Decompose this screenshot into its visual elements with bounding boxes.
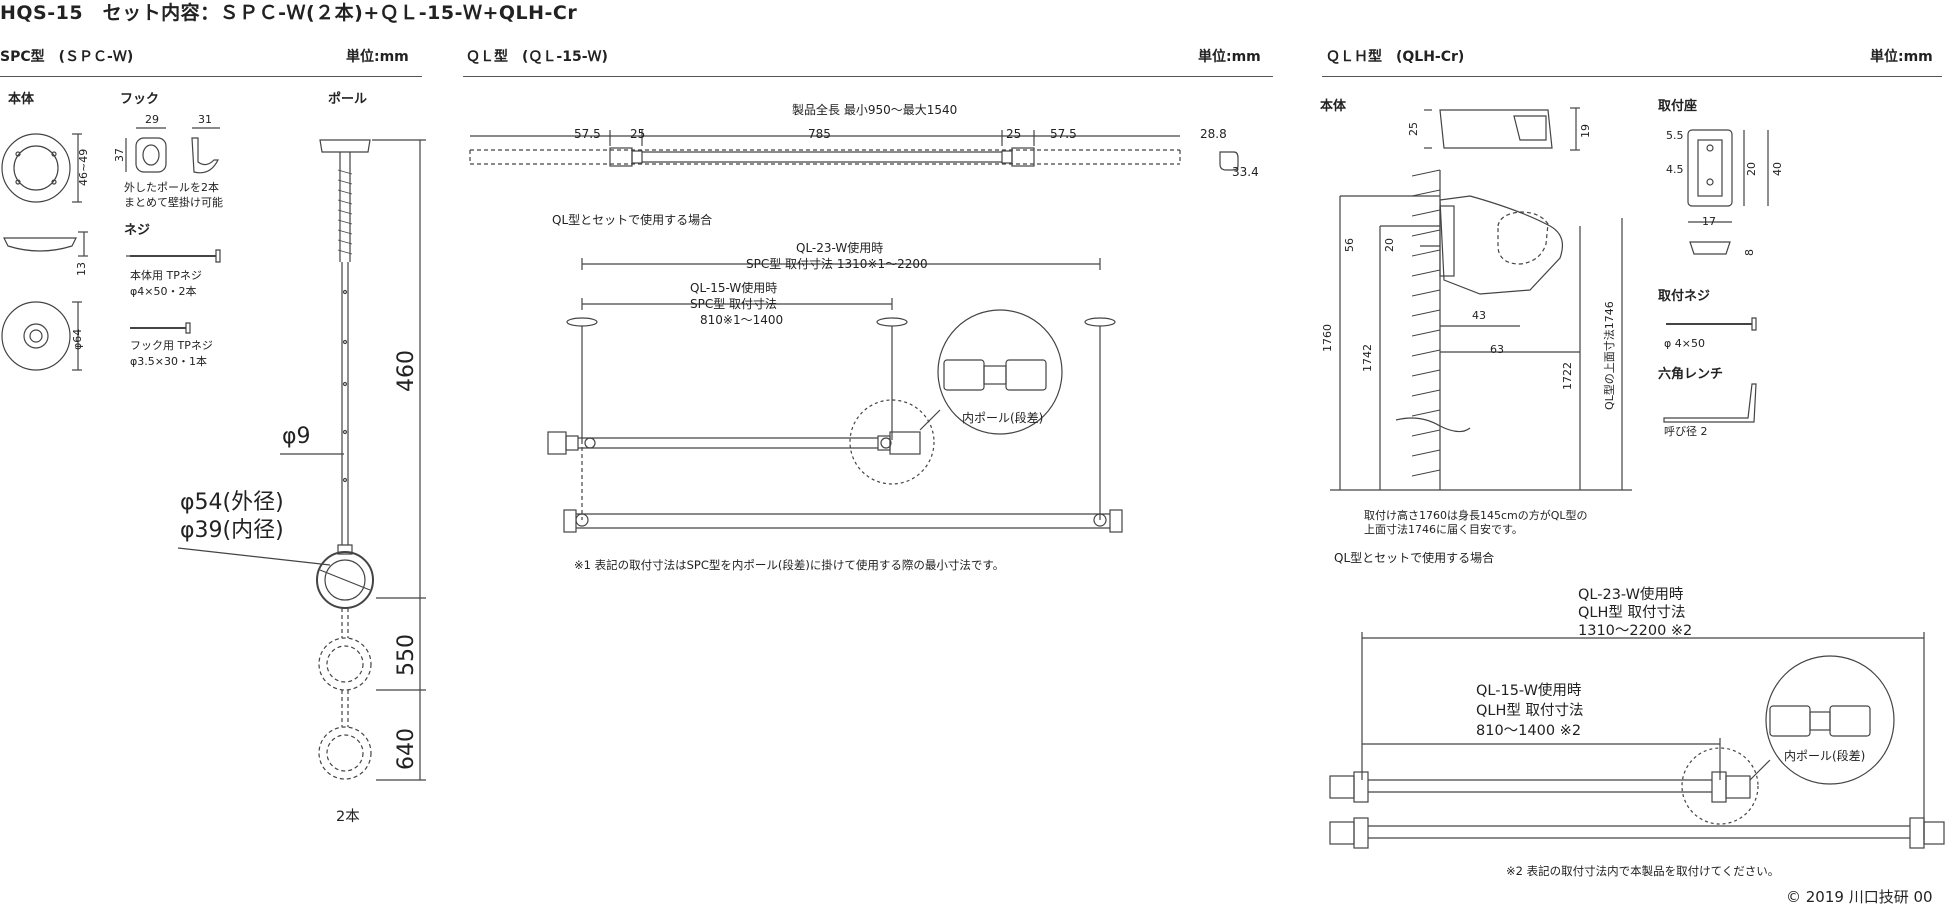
qlh-mount-label: 取付座 [1658, 99, 1698, 114]
spc-screw1-line2: φ4×50・2本 [130, 285, 197, 298]
spc-body-label: 本体 [8, 92, 35, 107]
ql-dim-575a: 57.5 [574, 127, 601, 141]
spc-hook-width1: 29 [145, 113, 159, 126]
spc-phi39: φ39(内径) [180, 518, 284, 543]
qlh-inner-line1: QL-15-W使用時 [1476, 683, 1582, 699]
qlh-dim-19: 19 [1579, 124, 1592, 138]
qlh-dim-1722: 1722 [1561, 362, 1574, 390]
qlh-set-drawing [1329, 632, 1945, 849]
spc-pole-drawing [177, 139, 426, 781]
qlh-inner-line3: 810～1400 ※2 [1476, 723, 1582, 739]
spc-hook-note1: 外したポールを2本 [124, 181, 219, 194]
qlh-note: ※2 表記の取付寸法内で本製品を取付けてください。 [1506, 864, 1780, 878]
qlh-dim-25: 25 [1407, 122, 1420, 136]
ql-inner-line3: 810※1～1400 [700, 313, 784, 327]
spc-body-top-view [1, 133, 82, 203]
ql-total-length: 製品全長 最小950～最大1540 [792, 103, 958, 117]
spc-dim-640: 640 [394, 728, 419, 770]
qlh-wrench-label: 六角レンチ [1658, 367, 1724, 382]
qlh-dim-1742: 1742 [1361, 344, 1374, 372]
spc-screw-label: ネジ [124, 223, 151, 238]
ql-dim-25a: 25 [630, 127, 646, 141]
qlh-set-title: QL型とセットで使用する場合 [1334, 551, 1495, 565]
qlh-dim-43: 43 [1472, 309, 1486, 322]
spc-dim-13: 13 [75, 262, 88, 276]
spc-body-side-view [3, 231, 88, 257]
ql-dim-288: 28.8 [1200, 127, 1227, 141]
spc-hook-height: 37 [113, 148, 126, 162]
spc-quantity: 2本 [336, 809, 360, 825]
qlh-header-rule [1322, 76, 1942, 77]
qlh-dim-1760: 1760 [1321, 324, 1334, 352]
spc-screws [126, 249, 221, 334]
qlh-dim-20: 20 [1383, 238, 1396, 252]
qlh-wrench-spec: 呼び径 2 [1664, 425, 1708, 438]
spc-body-bottom-view [1, 301, 82, 371]
ql-outer-line1: QL-23-W使用時 [796, 241, 884, 255]
qlh-screw-spec: φ 4×50 [1664, 337, 1705, 350]
spc-dim-550: 550 [394, 634, 419, 676]
qlh-mount-dim-40: 40 [1771, 162, 1784, 176]
spc-screw2-line1: フック用 TPネジ [130, 339, 213, 352]
spc-unit: 単位:mm [346, 49, 409, 65]
spc-hook-width2: 31 [198, 113, 212, 126]
qlh-section-title: ＱＬＨ型 (QLH-Cr) [1326, 49, 1465, 65]
qlh-mount-dim-8: 8 [1743, 249, 1756, 256]
ql-dim-575b: 57.5 [1050, 127, 1077, 141]
ql-inner-line2: SPC型 取付寸法 [690, 297, 778, 311]
ql-inner-line1: QL-15-W使用時 [690, 281, 778, 295]
ql-dim-25b: 25 [1006, 127, 1022, 141]
spc-hook-label: フック [120, 92, 160, 107]
spc-header-rule [0, 76, 422, 77]
qlh-inner-line2: QLH型 取付寸法 [1476, 703, 1584, 719]
qlh-mount-dim-17: 17 [1702, 215, 1716, 228]
qlh-outer-line1: QL-23-W使用時 [1578, 587, 1684, 603]
ql-outer-line2: SPC型 取付寸法 1310※1～2200 [746, 257, 928, 271]
qlh-mount-dim-55: 5.5 [1666, 129, 1684, 142]
ql-pole-drawing [469, 130, 1239, 171]
spc-dim-46-49: 46~49 [77, 148, 90, 186]
ql-dim-785: 785 [808, 127, 831, 141]
ql-inner-pole-label: 内ポール(段差) [962, 411, 1044, 425]
qlh-dim-56: 56 [1343, 238, 1356, 252]
spc-section-title: SPC型 (ＳＰＣ-Ｗ) [0, 49, 134, 65]
qlh-height-note2: 上面寸法1746に届く目安です。 [1364, 523, 1523, 536]
ql-set-title: QL型とセットで使用する場合 [552, 213, 713, 227]
ql-header-rule [463, 76, 1273, 77]
spc-dim-460: 460 [394, 350, 419, 392]
page-title: HQS-15 セット内容：ＳＰＣ-Ｗ(２本)+ＱＬ-15-Ｗ+QLH-Cr [0, 2, 578, 24]
qlh-height-note1: 取付け高さ1760は身長145cmの方がQL型の [1364, 509, 1588, 522]
ql-dim-334: 33.4 [1232, 165, 1259, 179]
spc-hook-note2: まとめて壁掛け可能 [124, 196, 223, 209]
qlh-unit: 単位:mm [1870, 49, 1933, 65]
spc-pole-label: ポール [328, 92, 368, 107]
ql-set-drawing [547, 258, 1123, 533]
ql-note: ※1 表記の取付寸法はSPC型を内ポール(段差)に掛けて使用する際の最小寸法です… [574, 558, 1005, 572]
qlh-outer-line2: QLH型 取付寸法 [1578, 605, 1686, 621]
spc-hook-front [125, 127, 167, 173]
ql-unit: 単位:mm [1198, 49, 1261, 65]
qlh-mount-dim-45: 4.5 [1666, 163, 1684, 176]
qlh-mount-drawing [1663, 129, 1769, 423]
copyright: © 2019 川口技研 00 [1786, 888, 1933, 906]
qlh-outer-line3: 1310～2200 ※2 [1578, 623, 1693, 639]
spc-phi9: φ9 [282, 424, 311, 449]
qlh-body-label: 本体 [1320, 99, 1347, 114]
qlh-screw-label: 取付ネジ [1658, 289, 1711, 304]
qlh-ql-top-dim: QL型の上面寸法1746 [1603, 301, 1616, 410]
qlh-dim-63: 63 [1490, 343, 1504, 356]
spc-screw2-line2: φ3.5×30・1本 [130, 355, 207, 368]
spc-dim-64: φ64 [71, 328, 84, 350]
qlh-body-drawing [1330, 107, 1632, 491]
qlh-mount-dim-20: 20 [1745, 162, 1758, 176]
qlh-inner-pole-label: 内ポール(段差) [1784, 749, 1866, 763]
ql-section-title: ＱＬ型 (ＱＬ-15-Ｗ) [466, 49, 608, 65]
spc-screw1-line1: 本体用 TPネジ [130, 269, 202, 282]
spc-phi54: φ54(外径) [180, 490, 284, 515]
spc-hook-side [191, 127, 220, 174]
